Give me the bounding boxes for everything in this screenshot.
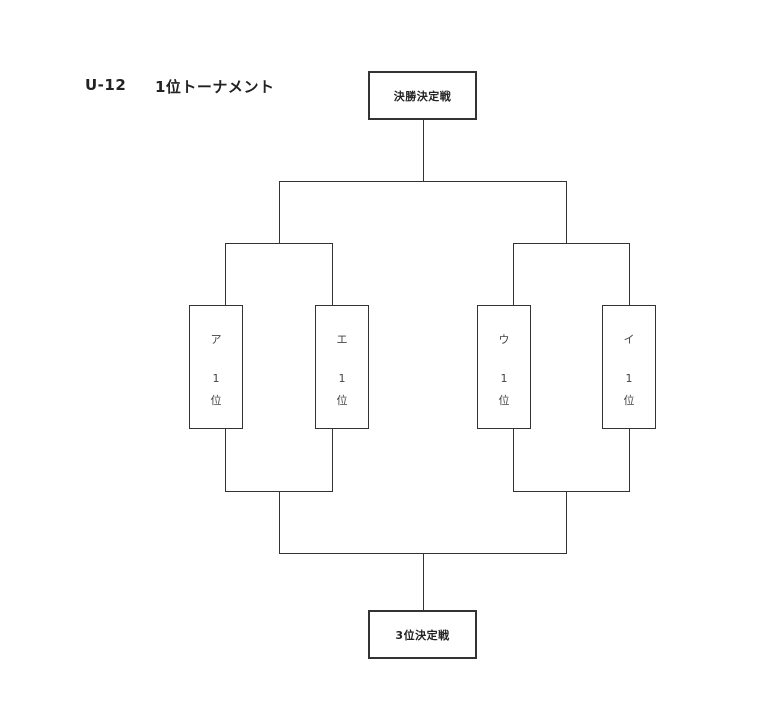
team-rank: 1 xyxy=(338,372,346,385)
team-name: ア xyxy=(210,333,222,346)
team-box-e: エ 1 位 xyxy=(315,305,369,429)
bracket-line-team-i-bottom xyxy=(629,429,630,491)
team-rank: 1 xyxy=(625,372,633,385)
bracket-line-right-pair-bottom xyxy=(513,491,630,492)
bracket-line-third-place-stem xyxy=(423,553,424,611)
bracket-line-team-e-bottom xyxy=(332,429,333,491)
tournament-title: 1位トーナメント xyxy=(155,78,275,96)
bracket-line-right-semi-top xyxy=(566,181,567,243)
bracket-line-left-semi-top xyxy=(279,181,280,243)
team-box-a: ア 1 位 xyxy=(189,305,243,429)
team-rank: 1 xyxy=(500,372,508,385)
team-rank-unit: 位 xyxy=(210,394,222,407)
final-match-label: 決勝決定戦 xyxy=(393,89,452,103)
bracket-line-right-pair-top xyxy=(513,243,630,244)
team-rank-unit: 位 xyxy=(336,394,348,407)
bracket-line-team-u-top xyxy=(513,243,514,305)
bracket-line-team-i-top xyxy=(629,243,630,305)
bracket-line-left-semi-bottom xyxy=(279,491,280,553)
bracket-line-team-a-top xyxy=(225,243,226,305)
team-name: エ xyxy=(336,333,348,346)
category-title: U-12 xyxy=(85,76,127,94)
third-place-match-box: 3位決定戦 xyxy=(368,610,477,659)
team-box-i: イ 1 位 xyxy=(602,305,656,429)
bracket-line-left-pair-top xyxy=(225,243,333,244)
third-place-match-label: 3位決定戦 xyxy=(395,628,450,642)
team-rank-unit: 位 xyxy=(623,394,635,407)
bracket-line-team-u-bottom xyxy=(513,429,514,491)
bracket-line-final-stem xyxy=(423,119,424,181)
team-name: イ xyxy=(623,333,635,346)
team-rank-unit: 位 xyxy=(498,394,510,407)
final-match-box: 決勝決定戦 xyxy=(368,71,477,120)
bracket-line-team-e-top xyxy=(332,243,333,305)
team-rank: 1 xyxy=(212,372,220,385)
bracket-line-right-semi-bottom xyxy=(566,491,567,553)
team-box-u: ウ 1 位 xyxy=(477,305,531,429)
bracket-line-team-a-bottom xyxy=(225,429,226,491)
team-name: ウ xyxy=(498,333,510,346)
bracket-line-semifinal-join-top xyxy=(279,181,567,182)
